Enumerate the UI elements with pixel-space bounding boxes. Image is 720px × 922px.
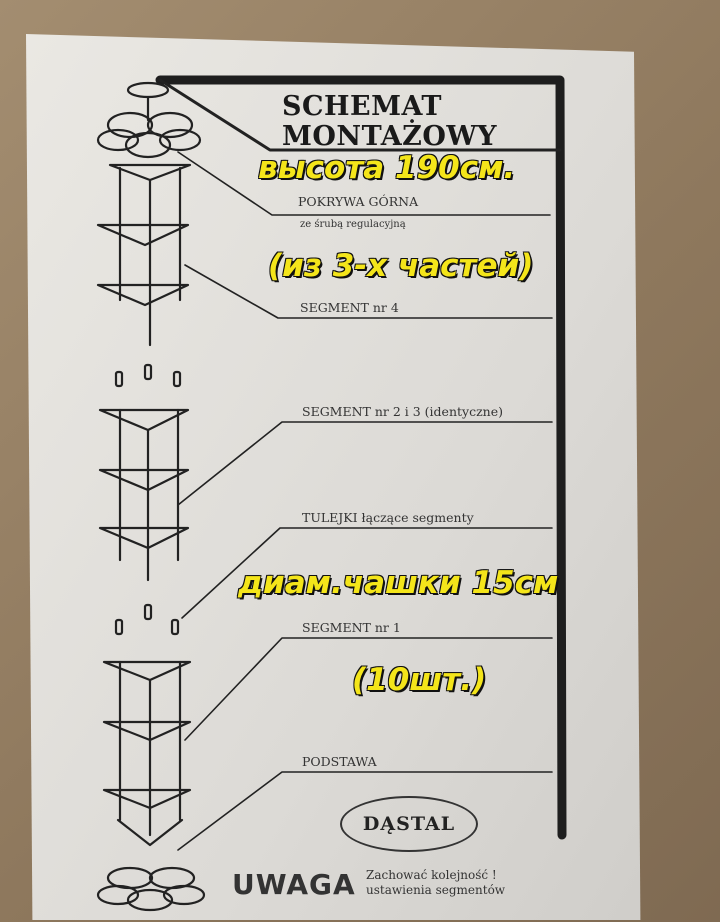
label-tulejki: TULEJKI łączące segmenty: [302, 510, 474, 525]
label-pokrywa: POKRYWA GÓRNA: [298, 194, 419, 209]
overlay-parts: (из 3-х частей): [267, 247, 534, 284]
label-segment-4: SEGMENT nr 4: [300, 300, 399, 315]
label-pokrywa-note: ze śrubą regulacyjną: [300, 219, 406, 230]
warning-line-2: ustawienia segmentów: [366, 883, 506, 897]
title-line-1: SCHEMAT: [282, 91, 443, 122]
label-segment-2-3: SEGMENT nr 2 i 3 (identyczne): [302, 404, 503, 419]
overlay-cup-diameter: диам.чашки 15см: [237, 564, 559, 601]
warning-title: UWAGA: [232, 868, 356, 901]
overlay-count: (10шт.): [351, 661, 487, 698]
overlay-height: высота 190см.: [257, 149, 516, 186]
brand-logo-text: DĄSTAL: [362, 813, 456, 835]
label-segment-1: SEGMENT nr 1: [302, 620, 401, 635]
warning-note: Zachować kolejność ! ustawienia segmentó…: [366, 868, 505, 898]
brand-logo: DĄSTAL: [340, 796, 478, 852]
label-podstawa: PODSTAWA: [302, 754, 377, 769]
diagram-title: SCHEMAT MONTAŻOWY: [282, 92, 532, 152]
warning-line-1: Zachować kolejność !: [366, 868, 497, 882]
title-line-2: MONTAŻOWY: [282, 121, 497, 152]
